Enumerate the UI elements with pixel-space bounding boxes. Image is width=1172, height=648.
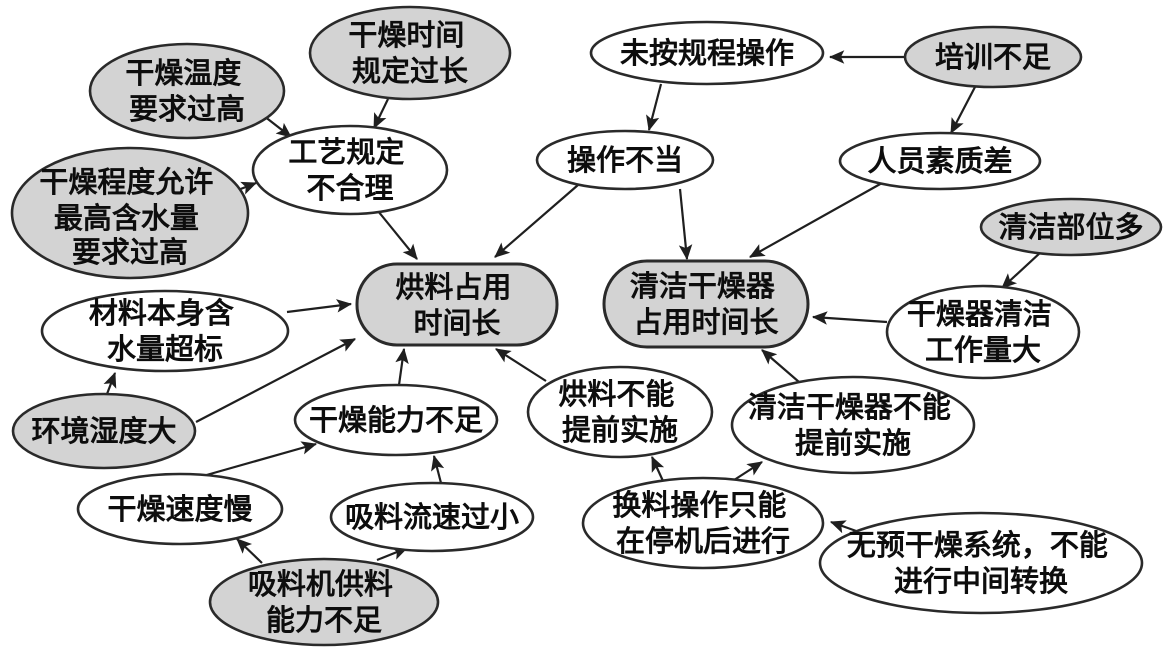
node-changeover-only-after-stop-label: 换料操作只能 在停机后进行 xyxy=(612,489,793,558)
node-insufficient-training-shape xyxy=(903,25,1083,89)
node-dry-temp-too-high: 干燥温度 要求过高 xyxy=(88,42,286,140)
edges-layer xyxy=(103,50,1042,564)
nodes-layer: 干燥温度 要求过高 干燥时间 规定过长 工艺规定 不合理 干燥程度允许 最高含水… xyxy=(10,5,1163,647)
node-feeder-capacity-insufficient-shape xyxy=(208,557,440,647)
node-dryer-cleaning-workload-large: 干燥器清洁 工作量大 xyxy=(885,284,1081,380)
edge-dry-time-to-process-spec xyxy=(373,98,389,129)
node-cleaning-cannot-start-early: 清洁干燥器不能 提前实施 xyxy=(730,375,976,475)
node-process-spec-unreasonable-shape xyxy=(251,124,449,216)
node-dry-time-too-long-shape xyxy=(308,5,512,101)
edge-suction-to-capacity xyxy=(431,454,445,484)
edge-speed-to-capacity xyxy=(202,441,318,478)
node-material-moisture-exceeds-shape xyxy=(40,289,290,373)
node-no-predrying-system-label: 无预干燥系统，不能 进行中间转换 xyxy=(847,528,1115,598)
node-material-moisture-exceeds-label: 材料本身含 水量超标 xyxy=(89,296,241,366)
node-baking-cannot-start-early-label: 烘料不能 提前实施 xyxy=(558,378,681,447)
node-high-ambient-humidity: 环境湿度大 xyxy=(11,392,197,470)
node-dryer-cleaning-workload-large-shape xyxy=(885,284,1081,380)
node-dry-temp-too-high-shape xyxy=(88,42,286,140)
node-high-ambient-humidity-shape xyxy=(11,392,197,470)
edge-clean-early-to-cleaning xyxy=(761,349,800,383)
node-dryer-cleaning-workload-large-label: 干燥器清洁 工作量大 xyxy=(907,298,1059,367)
edge-feeder-to-speed xyxy=(236,538,263,564)
node-many-cleaning-parts-label: 清洁部位多 xyxy=(998,210,1143,244)
node-suction-flow-too-small: 吸料流速过小 xyxy=(329,481,535,553)
edge-personnel-to-cleaning xyxy=(749,182,883,258)
edge-humidity-to-baking xyxy=(195,338,356,423)
node-poor-personnel-quality: 人员素质差 xyxy=(838,131,1042,191)
node-no-predrying-system: 无预干燥系统，不能 进行中间转换 xyxy=(818,511,1144,615)
edge-improper-op-to-cleaning xyxy=(678,188,693,261)
node-dry-time-too-long-label: 干燥时间 规定过长 xyxy=(348,19,471,88)
node-insufficient-drying-capacity-shape xyxy=(293,383,499,457)
edge-clean-parts-to-workload xyxy=(1001,251,1042,289)
node-cleaning-dryer-occupies-long-time: 清洁干燥器 占用时间长 xyxy=(602,259,810,349)
node-poor-personnel-quality-label: 人员素质差 xyxy=(867,145,1012,178)
edge-training-to-personnel xyxy=(950,86,976,134)
node-material-moisture-exceeds: 材料本身含 水量超标 xyxy=(40,289,290,373)
node-suction-flow-too-small-shape xyxy=(329,481,535,553)
node-many-cleaning-parts-shape xyxy=(979,197,1163,257)
node-insufficient-drying-capacity: 干燥能力不足 xyxy=(293,383,499,457)
edge-material-to-baking xyxy=(286,299,353,314)
node-dry-degree-allowed-moisture-too-high-shape xyxy=(10,146,250,280)
node-cleaning-dryer-occupies-long-time-shape xyxy=(602,259,810,349)
node-changeover-only-after-stop-shape xyxy=(581,476,825,570)
node-no-predrying-system-shape xyxy=(818,511,1144,615)
node-baking-cannot-start-early: 烘料不能 提前实施 xyxy=(526,365,714,459)
node-baking-cannot-start-early-shape xyxy=(526,365,714,459)
node-suction-flow-too-small-label: 吸料流速过小 xyxy=(345,501,519,534)
node-baking-occupies-long-time: 烘料占用 时间长 xyxy=(355,262,559,347)
node-not-per-procedure-shape xyxy=(589,20,825,86)
edge-bake-early-to-baking xyxy=(495,348,547,382)
edge-process-spec-to-baking xyxy=(377,210,418,260)
node-improper-operation: 操作不当 xyxy=(535,129,715,191)
node-process-spec-unreasonable: 工艺规定 不合理 xyxy=(251,124,449,216)
edge-improper-op-to-baking xyxy=(494,184,579,258)
node-slow-drying-speed-label: 干燥速度慢 xyxy=(107,493,253,526)
node-insufficient-training-label: 培训不足 xyxy=(935,40,1051,74)
node-feeder-capacity-insufficient-label: 吸料机供料 能力不足 xyxy=(248,568,400,637)
node-changeover-only-after-stop: 换料操作只能 在停机后进行 xyxy=(581,476,825,570)
node-feeder-capacity-insufficient: 吸料机供料 能力不足 xyxy=(208,557,440,647)
node-not-per-procedure: 未按规程操作 xyxy=(589,20,825,86)
node-slow-drying-speed-shape xyxy=(76,472,284,546)
node-slow-drying-speed: 干燥速度慢 xyxy=(76,472,284,546)
edge-workload-to-cleaning xyxy=(811,311,888,325)
edge-not-per-procedure-to-improper-op xyxy=(646,83,663,132)
node-dry-degree-allowed-moisture-too-high: 干燥程度允许 最高含水量 要求过高 xyxy=(10,146,250,280)
node-high-ambient-humidity-label: 环境湿度大 xyxy=(31,415,176,448)
edge-dry-temp-to-process-spec xyxy=(263,115,292,138)
node-not-per-procedure-label: 未按规程操作 xyxy=(620,37,794,70)
node-dry-temp-too-high-label: 干燥温度 要求过高 xyxy=(125,57,248,126)
node-insufficient-drying-capacity-label: 干燥能力不足 xyxy=(309,404,483,437)
node-baking-occupies-long-time-label: 烘料占用 时间长 xyxy=(395,271,518,340)
edge-humidity-to-material xyxy=(103,371,117,395)
node-baking-occupies-long-time-shape xyxy=(355,262,559,347)
node-cleaning-cannot-start-early-label: 清洁干燥器不能 提前实施 xyxy=(748,391,958,460)
node-cleaning-cannot-start-early-shape xyxy=(730,375,976,475)
node-improper-operation-shape xyxy=(535,129,715,191)
node-dry-time-too-long: 干燥时间 规定过长 xyxy=(308,5,512,101)
node-poor-personnel-quality-shape xyxy=(838,131,1042,191)
node-cleaning-dryer-occupies-long-time-label: 清洁干燥器 占用时间长 xyxy=(630,270,782,339)
node-many-cleaning-parts: 清洁部位多 xyxy=(979,197,1163,257)
node-insufficient-training: 培训不足 xyxy=(903,25,1083,89)
node-process-spec-unreasonable-label: 工艺规定 不合理 xyxy=(288,135,411,205)
node-improper-operation-label: 操作不当 xyxy=(567,144,683,177)
edge-capacity-to-baking xyxy=(395,347,409,386)
edge-changeover-to-bake-early xyxy=(651,456,665,482)
node-dry-degree-allowed-moisture-too-high-label: 干燥程度允许 最高含水量 要求过高 xyxy=(39,165,220,269)
